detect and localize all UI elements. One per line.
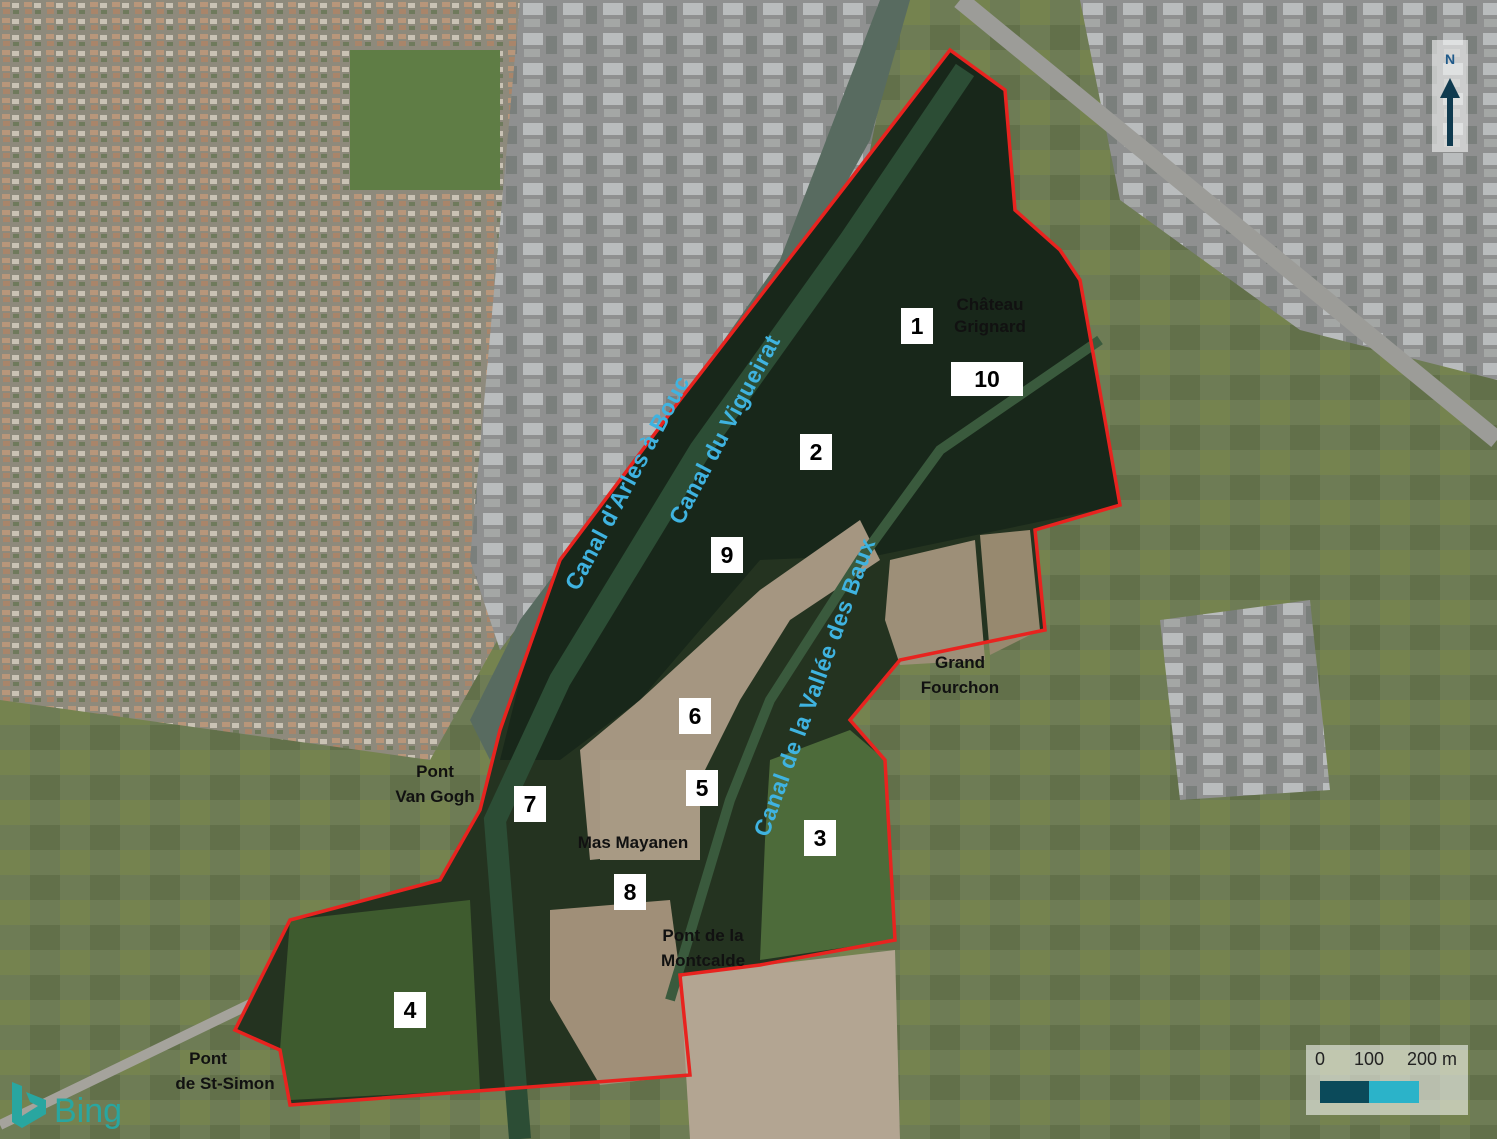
field-east-b (980, 530, 1040, 655)
sports-fields (350, 50, 500, 190)
hospital-complex (1160, 600, 1330, 800)
scale-label-200: 200 m (1407, 1049, 1457, 1069)
highway (954, 0, 1497, 447)
svg-text:10: 10 (974, 366, 1000, 392)
label-chateau-line1: Château (956, 295, 1023, 314)
svg-text:9: 9 (721, 542, 734, 568)
label-pont-van-gogh-line1: Pont (416, 762, 454, 781)
business-park (1080, 0, 1497, 380)
parcel-marker-7[interactable]: 7 (514, 786, 546, 822)
canal-baux-water (665, 335, 1103, 1002)
field-5 (600, 760, 700, 860)
svg-text:2: 2 (810, 439, 823, 465)
svg-text:7: 7 (524, 791, 537, 817)
label-pont-van-gogh-line2: Van Gogh (395, 787, 474, 806)
svg-text:1: 1 (911, 313, 924, 339)
label-grand-fourchon-line2: Fourchon (921, 678, 999, 697)
industrial-area (470, 0, 900, 650)
label-grand-fourchon-line1: Grand (935, 653, 985, 672)
field-east-a (885, 540, 985, 665)
bing-logo-icon (12, 1082, 46, 1128)
bing-attribution: Bing (12, 1082, 122, 1130)
label-chateau-line2: Grignard (954, 317, 1026, 336)
label-pont-st-simon-line1: Pont (189, 1049, 227, 1068)
parcel-marker-8[interactable]: 8 (614, 874, 646, 910)
svg-text:8: 8 (624, 879, 637, 905)
svg-text:4: 4 (404, 997, 417, 1023)
parcel-marker-4[interactable]: 4 (394, 992, 426, 1028)
scale-segment-1 (1320, 1081, 1369, 1103)
label-mas-mayanen: Mas Mayanen (578, 833, 689, 852)
north-label: N (1445, 51, 1455, 67)
north-arrow-icon (1440, 78, 1460, 146)
scale-label-0: 0 (1315, 1049, 1325, 1069)
parcel-marker-1[interactable]: 1 (901, 308, 933, 344)
svg-text:6: 6 (689, 703, 702, 729)
label-pont-st-simon-line2: de St-Simon (175, 1074, 274, 1093)
label-pont-montcalde-line2: Montcalde (661, 951, 745, 970)
study-area-boundary (232, 47, 1122, 1107)
north-arrow: N (1432, 40, 1468, 152)
field-4 (280, 900, 480, 1100)
parcel-marker-2[interactable]: 2 (800, 434, 832, 470)
svg-text:3: 3 (814, 825, 827, 851)
label-pont-montcalde-line1: Pont de la (662, 926, 744, 945)
parcel-marker-6[interactable]: 6 (679, 698, 711, 734)
canal-vigueirat-water (483, 63, 975, 1139)
field-south-outside (680, 950, 900, 1139)
field-8-south (550, 900, 690, 1085)
svg-text:5: 5 (696, 775, 709, 801)
forest-north (500, 50, 1120, 760)
parcel-marker-9[interactable]: 9 (711, 537, 743, 573)
scale-bar: 0 100 200 m (1306, 1045, 1468, 1115)
bing-label: Bing (54, 1092, 122, 1130)
parcel-marker-5[interactable]: 5 (686, 770, 718, 806)
scale-label-100: 100 (1354, 1049, 1384, 1069)
scale-segment-2 (1369, 1081, 1419, 1103)
parcel-marker-3[interactable]: 3 (804, 820, 836, 856)
parcel-marker-10[interactable]: 10 (951, 362, 1023, 396)
